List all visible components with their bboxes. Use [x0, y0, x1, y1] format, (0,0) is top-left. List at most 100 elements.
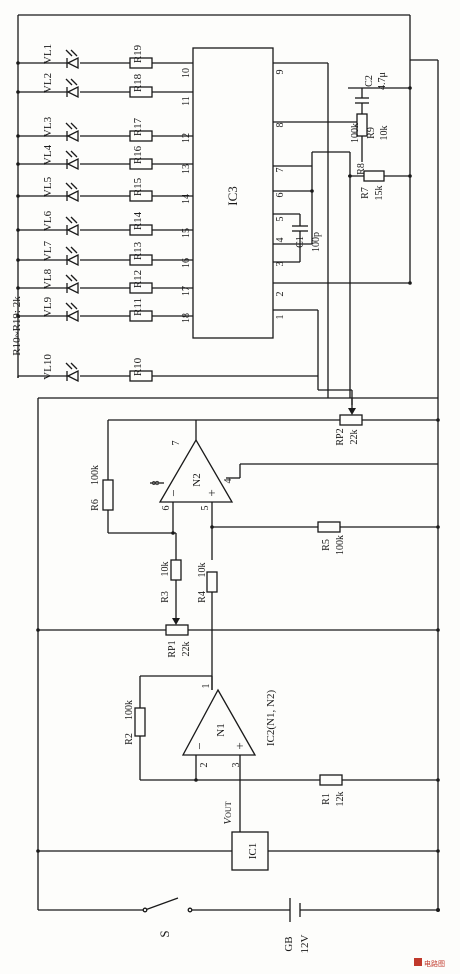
- battery-name: GB: [283, 936, 295, 951]
- vout-symbol: V: [222, 817, 234, 825]
- pin-14: 14: [181, 194, 192, 204]
- led-resistor-label: R11: [132, 298, 144, 316]
- n2-pin-4: 4: [223, 479, 234, 484]
- pin-9: 9: [275, 70, 286, 75]
- pin-13: 13: [181, 164, 192, 174]
- pin-1: 1: [275, 315, 286, 320]
- watermark-text: 电路图: [424, 959, 445, 968]
- n1-pin-3: 3: [231, 763, 242, 768]
- led-diode-icon: [66, 56, 79, 70]
- battery-value: 12V: [299, 934, 311, 953]
- led-resistor-note: R10~R19: 2k: [11, 296, 23, 356]
- led-diode-icon: [66, 309, 79, 323]
- r8-value: 100k: [350, 123, 361, 143]
- pin-6: 6: [275, 193, 286, 198]
- ic2-label: IC2(N1, N2): [265, 690, 277, 747]
- led-label: VL8: [42, 268, 54, 289]
- led-resistor-label: R17: [132, 117, 144, 136]
- led-resistor-body: [129, 57, 153, 69]
- rp1-potentiometer: [36, 618, 440, 636]
- led-diode-icon: [66, 85, 79, 99]
- rp2-value: 22k: [349, 430, 360, 445]
- led-resistor-body: [129, 158, 153, 170]
- led-resistor-label: R18: [132, 73, 144, 92]
- input-r3: [170, 533, 182, 620]
- led-label: VL10: [42, 354, 54, 380]
- led-row: VL4 R16: [16, 144, 193, 171]
- led-label: VL3: [42, 116, 54, 137]
- rp1-value: 22k: [181, 642, 192, 657]
- bias-r5: [210, 521, 440, 533]
- r9-value: 10k: [379, 126, 390, 141]
- r8-name: R8: [356, 163, 367, 175]
- led-row: VL1 R19: [16, 44, 193, 70]
- led-resistor-label: R13: [132, 241, 144, 260]
- led-label: VL5: [42, 176, 54, 197]
- led-resistor-label: R15: [132, 177, 144, 196]
- led-resistor-body: [129, 370, 153, 382]
- led-label: VL2: [42, 73, 54, 93]
- r7-value: 15k: [374, 186, 385, 201]
- r4-name: R4: [197, 591, 208, 603]
- timing-network: [348, 86, 412, 398]
- led-row: VL7 R13: [16, 240, 193, 267]
- watermark-logo: 电路图: [414, 958, 445, 968]
- led-row: VL10 R10: [18, 354, 318, 383]
- led-label: VL6: [42, 210, 54, 231]
- ic1-label: IC1: [247, 843, 259, 860]
- n1-minus: −: [192, 742, 207, 749]
- vout-label: VOUT: [222, 801, 234, 824]
- pin-4: 4: [275, 238, 286, 243]
- op-amp-n1: N1 − + 1 2 3: [140, 675, 440, 800]
- pin-17: 17: [181, 286, 192, 296]
- pin-10: 10: [181, 68, 192, 78]
- pin-2: 2: [275, 292, 286, 297]
- power-rails: [17, 14, 440, 912]
- led-resistor-body: [129, 224, 153, 236]
- battery-gb: GB 12V: [283, 898, 311, 953]
- led-label: VL9: [42, 296, 54, 317]
- feedback-r6: [102, 420, 176, 535]
- feedback-r2: [134, 676, 146, 780]
- pin-16: 16: [181, 258, 192, 268]
- input-r4: [206, 571, 218, 690]
- led-label: VL1: [42, 44, 54, 64]
- led-resistor-label: R19: [132, 44, 144, 63]
- led-resistor-body: [129, 310, 153, 322]
- led-resistor-label: R16: [132, 145, 144, 164]
- pin-18: 18: [181, 313, 192, 323]
- r9-name: R9: [366, 127, 377, 139]
- n2-label: N2: [191, 473, 203, 486]
- r4-value: 10k: [197, 563, 208, 578]
- led-resistor-body: [129, 190, 153, 202]
- led-label: VL7: [42, 240, 54, 261]
- c2-value: 4.7μ: [377, 72, 388, 90]
- led-label: VL4: [42, 144, 54, 165]
- r7-name: R7: [360, 187, 371, 199]
- pin-15: 15: [181, 228, 192, 238]
- r5-value: 100k: [335, 535, 346, 555]
- rp2-potentiometer: [108, 398, 440, 426]
- c1-value: 100p: [311, 232, 322, 252]
- vout-subscript: OUT: [224, 801, 233, 818]
- led-resistor-body: [129, 130, 153, 142]
- n2-pin-8: 8: [151, 481, 162, 486]
- n2-pin-7: 7: [171, 441, 182, 446]
- r1-name: R1: [321, 793, 332, 805]
- rp1-name: RP1: [167, 640, 178, 657]
- r6-value: 100k: [90, 465, 101, 485]
- led-diode-icon: [66, 129, 79, 143]
- ic3-chip: IC3: [192, 47, 274, 339]
- r3-name: R3: [160, 591, 171, 603]
- ic1-regulator: IC1: [36, 800, 440, 871]
- led-diode-icon: [66, 223, 79, 237]
- led-row: VL3 R17: [16, 116, 193, 143]
- n2-pin-6: 6: [161, 506, 172, 511]
- r5-name: R5: [321, 539, 332, 551]
- r6-name: R6: [90, 499, 101, 511]
- led-diode-icon: [66, 189, 79, 203]
- led-resistor-label: R10: [132, 357, 144, 376]
